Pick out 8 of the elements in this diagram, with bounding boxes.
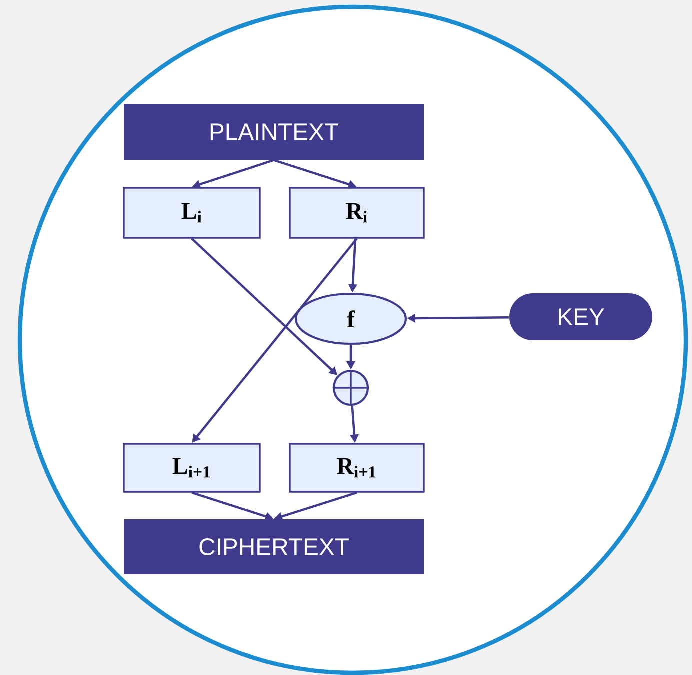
register-box: R$_{i+1}$ [289, 443, 425, 493]
xor-circle [332, 369, 370, 407]
register-box: L$_{i}$ [123, 187, 261, 239]
footer-bar: CIPHERTEXT [124, 520, 424, 574]
header-bar: PLAINTEXT [124, 104, 424, 160]
key-pill: KEY [510, 294, 652, 340]
register-box: R$_{i}$ [289, 187, 425, 239]
register-box: L$_{i+1}$ [123, 443, 261, 493]
